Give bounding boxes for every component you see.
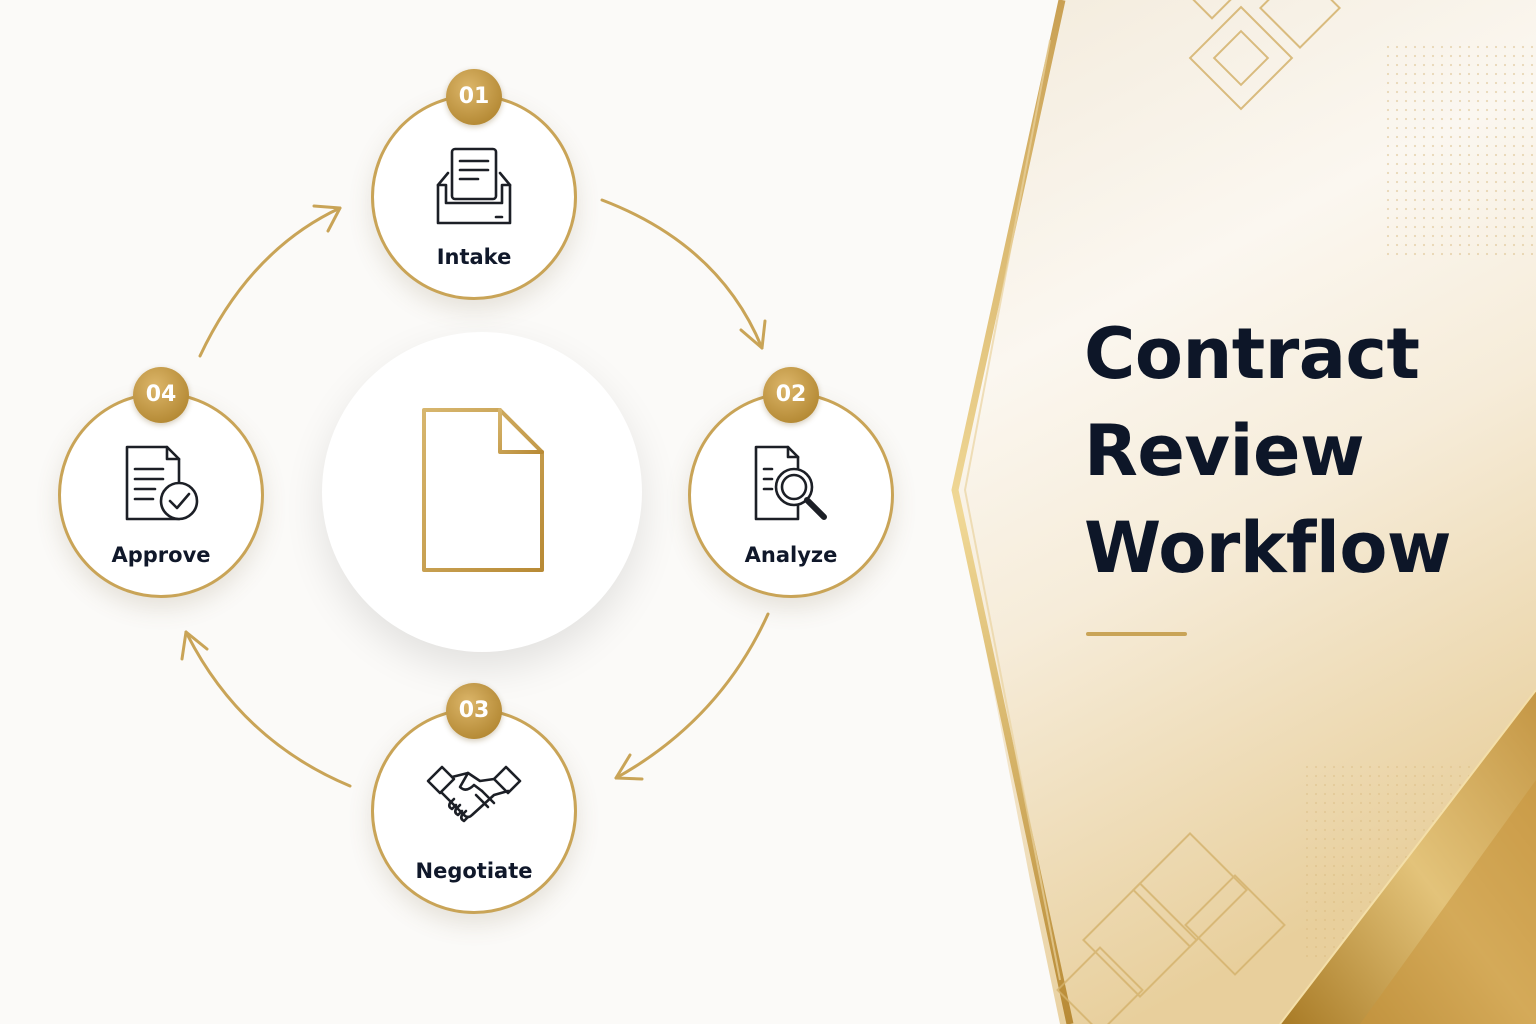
handshake-icon [426,765,522,823]
step-label: Intake [436,245,512,269]
page-title: Contract Review Workflow [1084,306,1452,597]
title-underline [1086,632,1187,636]
step-label: Negotiate [415,859,533,883]
arrow-negotiate-to-approve [184,630,352,788]
title-line: Contract [1084,313,1420,395]
step-analyze: 02 Analyze [688,367,894,598]
cycle-arrows [180,198,770,788]
title-line: Workflow [1084,507,1452,589]
step-number-badge: 04 [133,367,189,423]
inbox-document-icon [436,147,512,225]
document-check-icon [125,445,199,521]
title-line: Review [1084,410,1365,492]
arrow-analyze-to-negotiate [614,612,770,780]
step-negotiate: 03 Negotiate [371,683,577,914]
arrow-approve-to-intake [198,206,342,358]
step-label: Approve [111,543,211,567]
step-intake: 01 Intake [371,69,577,300]
step-number-badge: 03 [446,683,502,739]
document-search-icon [754,445,827,521]
step-approve: 04 Approve [58,367,264,598]
step-number-badge: 01 [446,69,502,125]
step-label: Analyze [744,543,838,567]
document-icon [422,408,544,572]
center-document-disc [322,332,642,652]
arrow-intake-to-analyze [600,198,764,350]
step-number-badge: 02 [763,367,819,423]
